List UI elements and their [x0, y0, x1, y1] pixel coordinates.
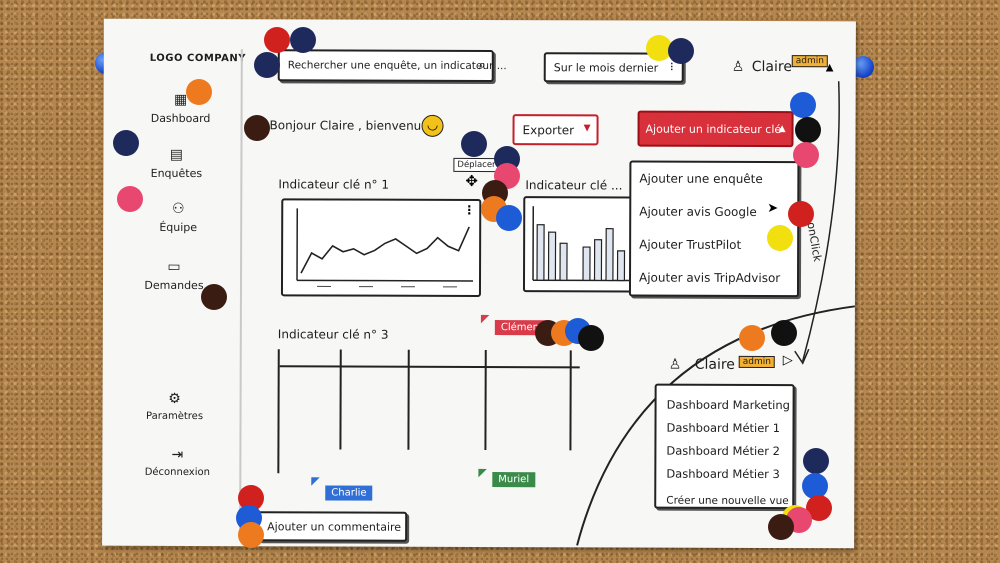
- sticker-dot: [790, 92, 816, 118]
- sidebar-item-parametres[interactable]: ⚙ Paramètres: [130, 391, 220, 422]
- sticker-dot: [739, 325, 765, 351]
- sidebar-item-dashboard[interactable]: ▦ Dashboard: [136, 92, 226, 125]
- sticker-dot: [290, 27, 316, 53]
- chat-icon: ▭: [167, 258, 181, 275]
- smiley-icon: ◡: [421, 114, 444, 137]
- bar-chart: [532, 206, 630, 282]
- table-column-line: [484, 350, 487, 451]
- chevron-down-icon: ▼: [583, 123, 591, 134]
- sidebar-item-deconnexion[interactable]: ⇥ Déconnexion: [132, 447, 222, 478]
- sidebar-item-enquetes[interactable]: ▤ Enquêtes: [131, 147, 221, 180]
- user-panel-menu: Dashboard Marketing Dashboard Métier 1 D…: [654, 383, 795, 510]
- bar: [593, 239, 603, 282]
- sticker-dot: [461, 131, 487, 157]
- indicator3-title: Indicateur clé n° 3: [277, 327, 389, 342]
- sidebar-divider: [239, 49, 243, 540]
- bar: [559, 242, 568, 281]
- sticker-dot: [668, 38, 694, 64]
- team-icon: ⚇: [171, 200, 185, 217]
- admin-badge: admin: [738, 355, 775, 369]
- cursor-icon: ◤: [311, 474, 320, 488]
- indicator1-card[interactable]: ⋮: [280, 198, 482, 298]
- table-column-line: [339, 349, 342, 450]
- sidebar-item-label: Équipe: [159, 220, 198, 235]
- sticker-dot: [771, 320, 797, 346]
- user-panel-name[interactable]: Claire: [694, 356, 735, 373]
- sidebar-item-label: Demandes: [144, 278, 204, 293]
- create-view-button[interactable]: Créer une nouvelle vue: [666, 494, 789, 508]
- sticker-dot: [254, 52, 280, 78]
- sidebar-item-label: Paramètres: [145, 410, 204, 423]
- x-axis: [297, 279, 474, 282]
- kebab-menu-icon[interactable]: ⋮: [463, 202, 476, 217]
- bar: [547, 231, 557, 281]
- user-avatar-icon: ♙: [731, 58, 745, 75]
- sticker-dot: [201, 284, 227, 310]
- logout-icon: ⇥: [171, 446, 184, 463]
- menu-item-dashboard-marketing[interactable]: Dashboard Marketing: [666, 397, 790, 413]
- sticker-dot: [238, 522, 264, 548]
- add-comment-button[interactable]: Ajouter un commentaire: [257, 511, 408, 542]
- bar: [616, 250, 626, 282]
- move-icon[interactable]: ✥: [465, 171, 478, 190]
- annotation-arrow: [794, 81, 840, 365]
- document-icon: ▤: [169, 146, 184, 163]
- paper-mockup: LOGO COMPANY ▦ Dashboard ▤ Enquêtes ⚇ Éq…: [102, 18, 856, 549]
- bar: [605, 228, 614, 282]
- sidebar-item-label: Déconnexion: [144, 466, 210, 479]
- sticker-dot: [646, 35, 672, 61]
- sticker-dot: [264, 27, 290, 53]
- cursor-icon: ◤: [478, 465, 487, 480]
- indicator2-card[interactable]: [522, 196, 634, 293]
- period-value: Sur le mois dernier: [553, 61, 659, 75]
- sidebar-item-label: Enquêtes: [150, 166, 203, 181]
- table-column-line: [569, 350, 572, 451]
- add-comment-label: Ajouter un commentaire: [267, 520, 402, 534]
- bar: [536, 224, 545, 281]
- user-avatar-icon: ♙: [668, 356, 682, 373]
- search-placeholder: Rechercher une enquête, un indicateur ..…: [287, 59, 507, 73]
- sticker-dot: [186, 79, 212, 105]
- move-tooltip: Déplacer: [453, 157, 500, 173]
- line-chart: [296, 208, 474, 288]
- sticker-dot: [795, 117, 821, 143]
- pushpin-right: [852, 56, 874, 78]
- cursor-icon: ◤: [480, 312, 490, 326]
- sticker-dot: [803, 448, 829, 474]
- sidebar-item-equipe[interactable]: ⚇ Équipe: [133, 201, 223, 234]
- table-column-line: [407, 349, 410, 450]
- sticker-dot: [768, 514, 794, 540]
- zoom-arc: [576, 305, 855, 546]
- greeting: Bonjour Claire , bienvenue: [269, 118, 429, 133]
- menu-item-dashboard-metier-3[interactable]: Dashboard Métier 3: [666, 466, 780, 482]
- indicator2-title: Indicateur clé ...: [525, 178, 623, 193]
- export-button[interactable]: Exporter ▼: [512, 114, 599, 146]
- sticker-dot: [767, 225, 793, 251]
- sticker-dot: [793, 142, 819, 168]
- sticker-dot: [117, 186, 143, 212]
- line-series: [300, 226, 470, 274]
- search-input[interactable]: Rechercher une enquête, un indicateur ..…: [277, 49, 507, 83]
- logo: LOGO COMPANY: [149, 52, 247, 65]
- indicator1-title: Indicateur clé n° 1: [278, 177, 390, 192]
- sticker-dot: [244, 115, 270, 141]
- indicator3-table[interactable]: [277, 349, 588, 475]
- menu-item-dashboard-metier-2[interactable]: Dashboard Métier 2: [666, 443, 780, 459]
- sticker-dot: [578, 325, 604, 351]
- sidebar-item-label: Dashboard: [150, 111, 211, 126]
- menu-item-dashboard-metier-1[interactable]: Dashboard Métier 1: [666, 420, 781, 436]
- search-icon: ⌕: [478, 57, 486, 74]
- table-header-line: [279, 365, 580, 369]
- grid-icon: ▦: [173, 91, 188, 108]
- collaborator-tag: Muriel: [492, 472, 536, 488]
- sticker-dot: [788, 201, 814, 227]
- sticker-dot: [496, 205, 522, 231]
- caret-right-icon[interactable]: ▷: [782, 353, 793, 369]
- collaborator-tag: Charlie: [325, 485, 373, 501]
- sticker-dot: [113, 130, 139, 156]
- sticker-dot: [802, 473, 828, 499]
- gear-icon: ⚙: [168, 390, 181, 407]
- bar: [582, 246, 591, 281]
- export-label: Exporter: [522, 123, 575, 138]
